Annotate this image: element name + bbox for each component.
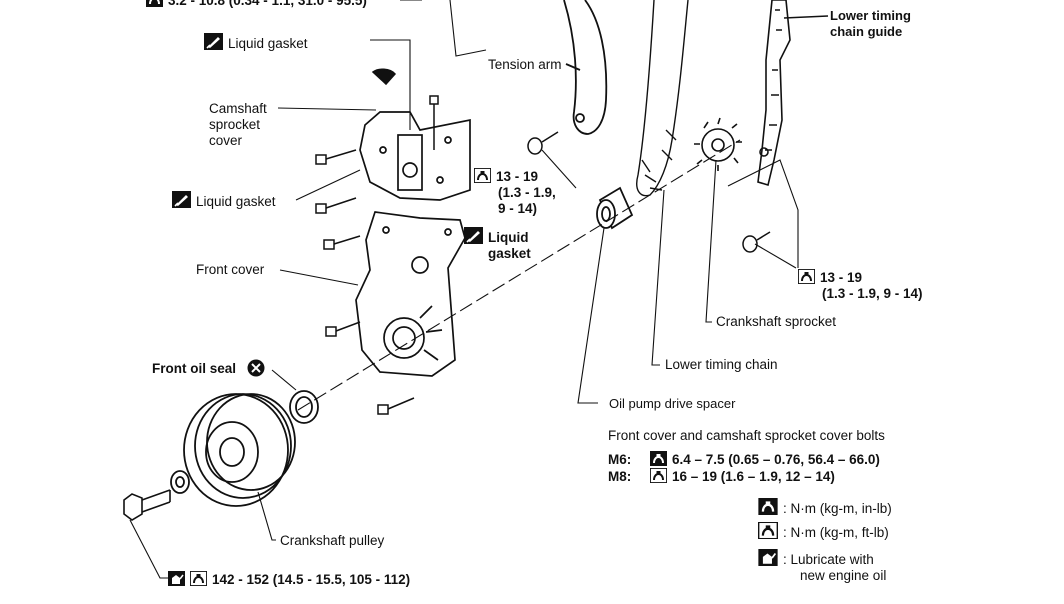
top-cut-spec: 3.2 - 10.8 (0.34 - 1.1, 31.0 - 95.5): [146, 0, 367, 9]
oil-pump-drive-spacer: [596, 186, 634, 230]
liquid-gasket-low-label: Liquid gasket: [464, 227, 531, 262]
lower-timing-chain-guide: [757, 0, 829, 187]
torque-spec-b: 13 - 19 (1.3 - 1.9, 9 - 14): [798, 269, 923, 302]
torque-ft-lb-icon: [650, 468, 667, 483]
oil-can-icon: [758, 549, 778, 566]
lower-timing-chain: [636, 0, 689, 197]
spec-m6: M6:6.4 – 7.5 (0.65 – 0.76, 56.4 – 66.0): [608, 451, 880, 467]
torque-in-lb-icon: [650, 451, 667, 466]
pulley-bolt-torque: 142 - 152 (14.5 - 15.5, 105 - 112): [168, 571, 410, 588]
liquid-gasket-top-label: Liquid gasket: [204, 33, 308, 52]
liquid-gasket-icon: [464, 227, 483, 244]
legend-ft-lb: : N·m (kg-m, ft-lb): [758, 522, 889, 541]
crankshaft-pulley: [170, 393, 296, 507]
spec-m8: M8:16 – 19 (1.6 – 1.9, 12 – 14): [608, 468, 835, 484]
torque-ft-lb-icon: [190, 571, 207, 586]
front-oil-seal: [289, 390, 319, 424]
front-cover-label: Front cover: [196, 262, 265, 277]
torque-in-lb-icon: [758, 498, 778, 515]
torque-ft-lb-icon: [474, 168, 491, 183]
liquid-gasket-mid-label: Liquid gasket: [172, 191, 276, 210]
torque-ft-lb-icon: [758, 522, 778, 539]
camshaft-sprocket-cover: [359, 111, 471, 201]
lower-timing-chain-label: Lower timing chain: [665, 357, 778, 372]
torque-in-lb-icon: [146, 0, 163, 7]
leader-lines: [129, 0, 799, 579]
front-oil-seal-label: Front oil seal: [152, 361, 237, 376]
oil-can-icon: [168, 571, 185, 586]
liquid-gasket-icon: [204, 33, 223, 50]
spec-heading: Front cover and camshaft sprocket cover …: [608, 428, 885, 443]
torque-spec-a: 13 - 19 (1.3 - 1.9, 9 - 14): [474, 168, 556, 217]
replace-x-icon: [247, 359, 265, 377]
legend-in-lb: : N·m (kg-m, in-lb): [758, 498, 892, 517]
oil-pump-drive-spacer-label: Oil pump drive spacer: [609, 396, 736, 411]
camshaft-cover-label: Camshaft sprocket cover: [209, 101, 267, 148]
lower-timing-chain-guide-label: Lower timing chain guide: [830, 8, 911, 39]
tension-arm: [563, 0, 608, 135]
crankshaft-sprocket: [694, 117, 742, 171]
crankshaft-pulley-label: Crankshaft pulley: [280, 533, 385, 548]
front-cover: [355, 211, 466, 377]
crankshaft-sprocket-label: Crankshaft sprocket: [716, 314, 837, 329]
legend-lubricate: : Lubricate with new engine oil: [758, 549, 886, 584]
torque-ft-lb-icon: [798, 269, 815, 284]
tension-arm-label: Tension arm: [488, 57, 562, 72]
liquid-gasket-icon: [172, 191, 191, 208]
bolts: [315, 68, 771, 415]
crankshaft-pulley-bolt: [123, 489, 171, 521]
